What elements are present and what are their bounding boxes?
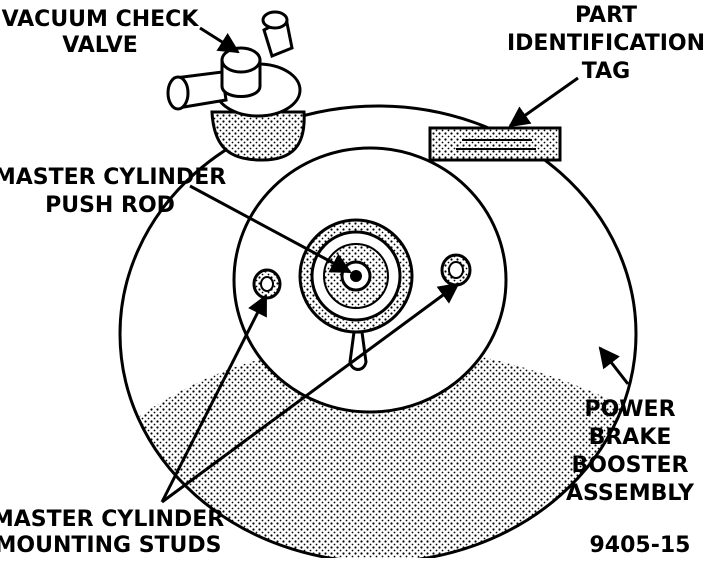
mounting-stud-right bbox=[440, 253, 472, 287]
label-line: TAG bbox=[582, 59, 630, 84]
vacuum-check-valve bbox=[166, 10, 306, 162]
arrow-mounting-stud-right bbox=[161, 282, 460, 504]
label-master-cylinder-push-rod: MASTER CYLINDER PUSH ROD bbox=[0, 165, 226, 218]
label-line: PUSH ROD bbox=[45, 193, 175, 218]
arrow-push-rod bbox=[189, 184, 352, 274]
label-line: MASTER CYLINDER bbox=[0, 507, 224, 532]
arrow-part-identification-tag bbox=[508, 76, 579, 128]
label-line: BRAKE bbox=[589, 425, 672, 450]
label-line: VACUUM CHECK bbox=[2, 7, 200, 32]
arrow-mounting-stud-left bbox=[160, 294, 268, 503]
part-identification-tag bbox=[428, 126, 562, 162]
label-vacuum-check-valve: VACUUM CHECK VALVE bbox=[2, 7, 200, 58]
label-part-identification-tag: PART IDENTIFICATION TAG bbox=[507, 3, 704, 84]
label-line: IDENTIFICATION bbox=[507, 31, 704, 56]
label-line: PART bbox=[575, 3, 637, 28]
arrow-booster-assembly bbox=[598, 346, 630, 385]
label-line: ASSEMBLY bbox=[566, 481, 695, 506]
label-line: VALVE bbox=[62, 33, 138, 58]
arrow-vacuum-check-valve bbox=[199, 26, 240, 54]
label-power-brake-booster-assembly: POWER BRAKE BOOSTER ASSEMBLY bbox=[566, 397, 695, 506]
mounting-stud-left bbox=[252, 268, 282, 300]
figure-number: 9405-15 bbox=[590, 533, 691, 558]
label-line: MOUNTING STUDS bbox=[0, 533, 222, 558]
label-master-cylinder-mounting-studs: MASTER CYLINDER MOUNTING STUDS bbox=[0, 507, 224, 558]
label-line: POWER bbox=[584, 397, 675, 422]
booster-shading bbox=[120, 345, 636, 562]
label-line: BOOSTER bbox=[572, 453, 689, 478]
label-line: MASTER CYLINDER bbox=[0, 165, 226, 190]
